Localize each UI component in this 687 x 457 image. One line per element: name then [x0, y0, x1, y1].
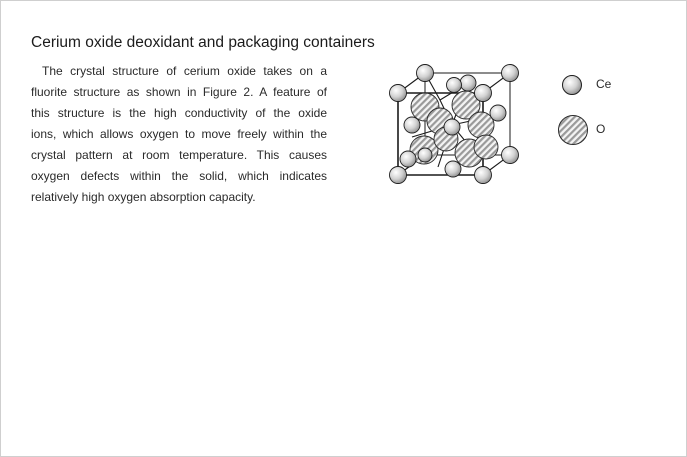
cerium-atom — [474, 166, 492, 184]
body-paragraph: The crystal structure of cerium oxide ta… — [31, 61, 327, 208]
oxygen-legend-icon — [558, 115, 588, 145]
paragraph-line: oxygen defects within the solid, which i… — [31, 169, 327, 183]
cerium-legend-label: Ce — [596, 77, 612, 91]
cerium-atom — [459, 74, 477, 92]
cerium-atom — [389, 166, 407, 184]
cerium-atom — [444, 160, 462, 178]
paragraph-line: ions, which allows oxygen to move freely… — [31, 127, 327, 141]
cerium-atom — [389, 84, 407, 102]
paragraph-line: this structure is the high conductivity … — [31, 106, 327, 120]
fluorite-structure-diagram — [389, 64, 519, 184]
cerium-atom — [489, 104, 507, 122]
cerium-atom — [501, 64, 519, 82]
cerium-atoms — [389, 64, 519, 184]
cerium-legend-icon — [562, 75, 582, 95]
cerium-atom — [416, 64, 434, 82]
cerium-atom — [403, 116, 421, 134]
cerium-atom — [474, 84, 492, 102]
cerium-atom — [443, 118, 461, 136]
page-title: Cerium oxide deoxidant and packaging con… — [31, 34, 375, 51]
oxygen-atom — [473, 134, 499, 160]
cerium-atom — [446, 77, 462, 93]
paragraph-line: The crystal structure of cerium oxide ta… — [42, 64, 327, 78]
paragraph-line: crystal pattern at room temperature. Thi… — [31, 148, 327, 162]
cerium-atom — [501, 146, 519, 164]
paragraph-line: fluorite structure as shown in Figure 2.… — [31, 85, 327, 99]
oxygen-legend-label: O — [596, 122, 606, 136]
paragraph-line: relatively high oxygen absorption capaci… — [31, 190, 256, 204]
cerium-atom — [417, 147, 433, 163]
cerium-atom — [399, 150, 417, 168]
